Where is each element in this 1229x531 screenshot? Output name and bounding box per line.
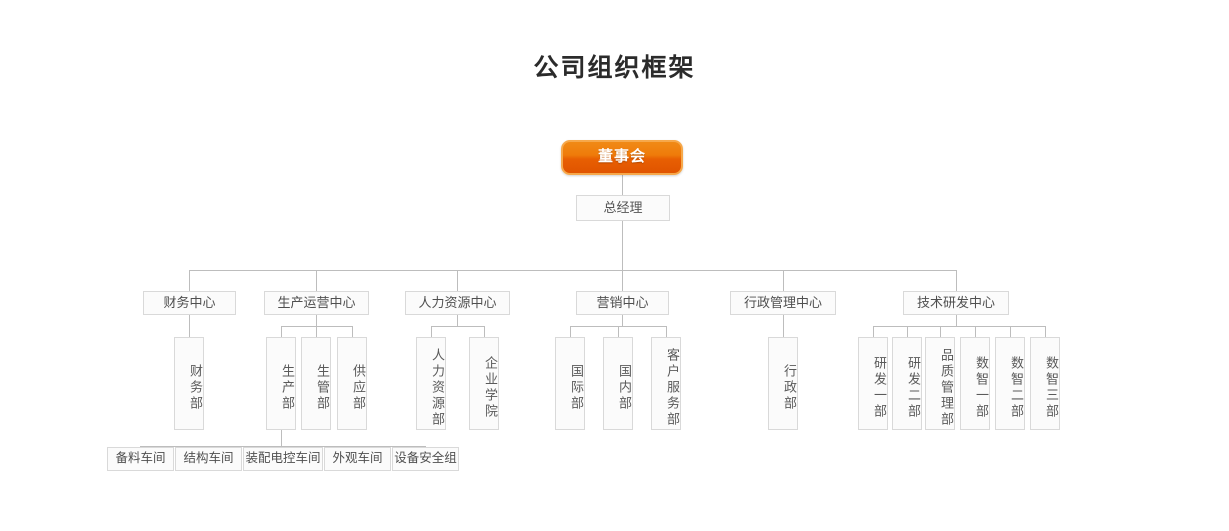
connector-jishu-to-d4 [975, 326, 976, 337]
connector-gm-down [622, 221, 623, 270]
node-dept-finance[interactable]: 财务部 [174, 337, 204, 430]
node-center-production-operations[interactable]: 生产运营中心 [264, 291, 369, 315]
node-workshop-structure[interactable]: 结构车间 [175, 447, 242, 471]
node-workshop-equipment-safety-group[interactable]: 设备安全组 [392, 447, 459, 471]
connector-jishu-down [956, 315, 957, 326]
connector-bus-to-xingzheng [783, 270, 784, 291]
connector-jishu-bus [873, 326, 1045, 327]
node-dept-digital-intelligence-3[interactable]: 数智三部 [1030, 337, 1060, 430]
node-dept-supply[interactable]: 供应部 [337, 337, 367, 430]
node-center-marketing[interactable]: 营销中心 [576, 291, 669, 315]
node-dept-international[interactable]: 国际部 [555, 337, 585, 430]
node-dept-rd-2[interactable]: 研发二部 [892, 337, 922, 430]
connector-jishu-to-d2 [907, 326, 908, 337]
connector-shengchan-to-d2 [316, 326, 317, 337]
node-center-administration[interactable]: 行政管理中心 [730, 291, 836, 315]
connector-yingxiao-down [622, 315, 623, 326]
connector-bus-to-renli [457, 270, 458, 291]
node-dept-rd-1[interactable]: 研发一部 [858, 337, 888, 430]
node-board-of-directors[interactable]: 董事会 [561, 140, 683, 175]
connector-renli-down [457, 315, 458, 326]
connector-jishu-to-d3 [940, 326, 941, 337]
node-dept-digital-intelligence-2[interactable]: 数智二部 [995, 337, 1025, 430]
node-center-human-resources[interactable]: 人力资源中心 [405, 291, 510, 315]
connector-bus-to-shengchan [316, 270, 317, 291]
connector-bus-to-jishu [956, 270, 957, 291]
node-dept-production-management[interactable]: 生管部 [301, 337, 331, 430]
connector-shengchanbu-down [281, 430, 282, 446]
node-workshop-assembly-electrical-control[interactable]: 装配电控车间 [243, 447, 323, 471]
connector-renli-to-d2 [484, 326, 485, 337]
connector-shengchan-to-d1 [281, 326, 282, 337]
node-workshop-appearance[interactable]: 外观车间 [324, 447, 391, 471]
page-title: 公司组织框架 [533, 54, 696, 82]
node-dept-domestic[interactable]: 国内部 [603, 337, 633, 430]
node-dept-administration[interactable]: 行政部 [768, 337, 798, 430]
connector-bus-to-yingxiao [622, 270, 623, 291]
node-dept-quality-management[interactable]: 品质管理部 [925, 337, 955, 430]
connector-renli-bus [431, 326, 484, 327]
connector-centers-bus [189, 270, 956, 271]
connector-bus-to-caiwu [189, 270, 190, 291]
connector-root-to-gm [622, 175, 623, 195]
connector-workshops-bus [140, 446, 425, 447]
connector-yingxiao-to-d2 [618, 326, 619, 337]
node-general-manager[interactable]: 总经理 [576, 195, 670, 221]
connector-renli-to-d1 [431, 326, 432, 337]
connector-jishu-to-d6 [1045, 326, 1046, 337]
connector-jishu-to-d1 [873, 326, 874, 337]
node-dept-human-resources[interactable]: 人力资源部 [416, 337, 446, 430]
connector-caiwu-to-dept [189, 315, 190, 337]
connector-yingxiao-to-d3 [666, 326, 667, 337]
node-center-finance[interactable]: 财务中心 [143, 291, 236, 315]
node-dept-digital-intelligence-1[interactable]: 数智一部 [960, 337, 990, 430]
node-dept-production[interactable]: 生产部 [266, 337, 296, 430]
node-workshop-material-preparation[interactable]: 备料车间 [107, 447, 174, 471]
connector-jishu-to-d5 [1010, 326, 1011, 337]
node-dept-customer-service[interactable]: 客户服务部 [651, 337, 681, 430]
connector-yingxiao-to-d1 [570, 326, 571, 337]
node-center-technology-rd[interactable]: 技术研发中心 [903, 291, 1009, 315]
node-dept-corporate-academy[interactable]: 企业学院 [469, 337, 499, 430]
connector-shengchan-down [316, 315, 317, 326]
connector-shengchan-to-d3 [352, 326, 353, 337]
connector-xingzheng-to-dept [783, 315, 784, 337]
